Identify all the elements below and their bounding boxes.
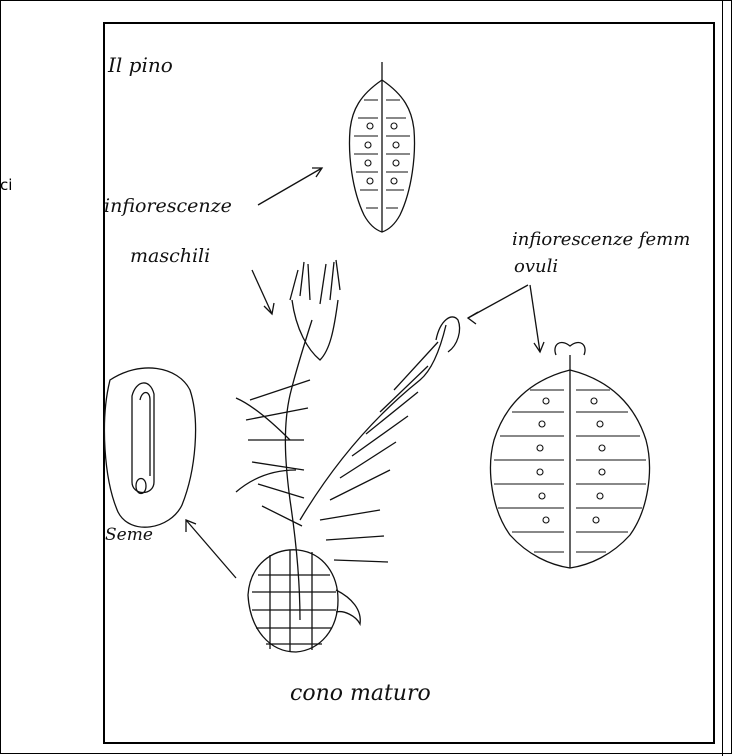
drawing-title: Il pino [107,53,173,77]
arrow-to-male-detail [258,168,322,205]
label-female-line1: infiorescenze femm [512,229,690,250]
arrow-cone-to-seed [186,520,236,578]
male-inflorescence-detail [350,62,415,232]
mature-cone [248,550,360,652]
label-female-line2: ovuli [514,256,558,277]
label-male-line2: maschili [130,245,210,267]
arrow-male-to-branch [252,270,274,314]
label-mature-cone: cono maturo [290,681,431,706]
label-male-line1: infiorescenze [104,195,232,217]
arrow-female-to-branch [468,285,528,324]
label-seed: Seme [105,525,153,545]
arrow-female-to-detail [530,285,544,352]
female-inflorescence-detail [491,343,650,568]
seed-section [104,368,195,527]
